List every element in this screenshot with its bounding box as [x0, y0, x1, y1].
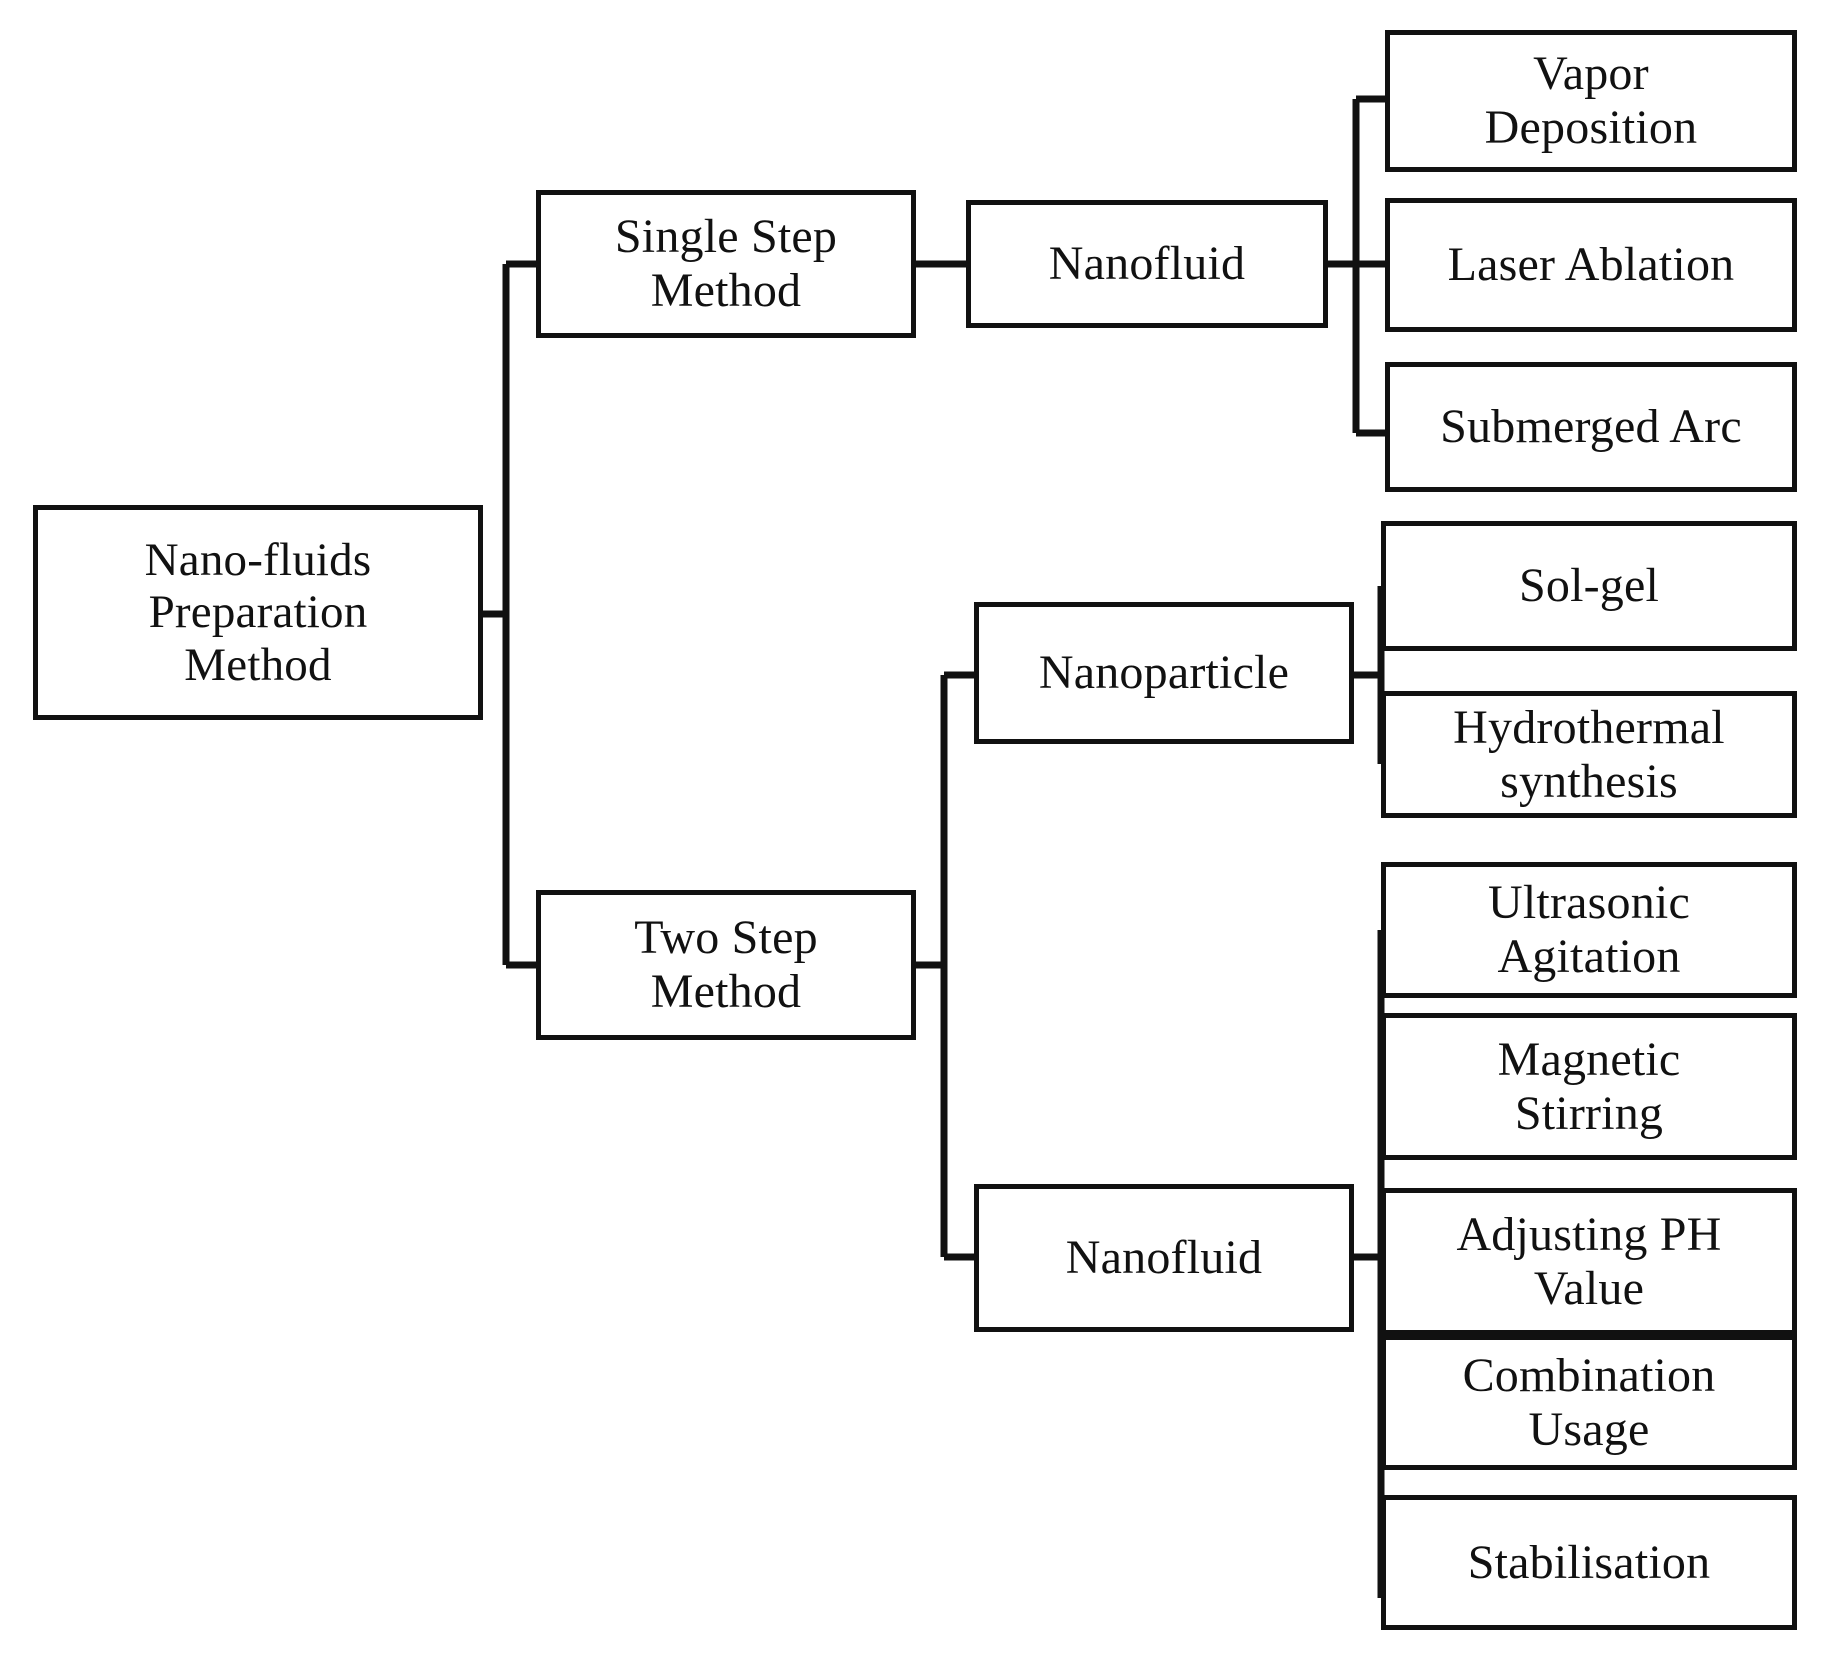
node-two-step-nanofluid-label: Nanofluid [1065, 1231, 1263, 1285]
node-stabilisation-label: Stabilisation [1467, 1535, 1711, 1589]
node-single-step-method[interactable]: Single Step Method [536, 190, 916, 338]
node-stabilisation[interactable]: Stabilisation [1381, 1495, 1797, 1630]
node-ultrasonic-agitation-label: Ultrasonic Agitation [1488, 876, 1690, 983]
node-adjusting-ph-value-label: Adjusting PH Value [1456, 1207, 1722, 1315]
node-two-step-nanoparticle[interactable]: Nanoparticle [974, 602, 1354, 744]
node-combination-usage[interactable]: Combination Usage [1381, 1335, 1797, 1470]
node-two-step-nanofluid[interactable]: Nanofluid [974, 1184, 1354, 1332]
node-two-step-method[interactable]: Two Step Method [536, 890, 916, 1040]
node-vapor-deposition[interactable]: Vapor Deposition [1385, 30, 1797, 172]
node-magnetic-stirring-label: Magnetic Stirring [1497, 1032, 1681, 1140]
node-single-step-method-label: Single Step Method [614, 210, 838, 317]
node-submerged-arc-label: Submerged Arc [1440, 400, 1742, 454]
node-single-step-nanofluid[interactable]: Nanofluid [966, 200, 1328, 328]
node-hydrothermal-synthesis[interactable]: Hydrothermal synthesis [1381, 691, 1797, 818]
node-laser-ablation[interactable]: Laser Ablation [1385, 198, 1797, 332]
node-sol-gel[interactable]: Sol-gel [1381, 521, 1797, 651]
node-root[interactable]: Nano-fluids Preparation Method [33, 505, 483, 720]
node-two-step-method-label: Two Step Method [634, 911, 818, 1018]
node-single-step-nanofluid-label: Nanofluid [1048, 237, 1246, 291]
node-vapor-deposition-label: Vapor Deposition [1484, 47, 1698, 154]
node-two-step-nanoparticle-label: Nanoparticle [1038, 646, 1290, 700]
node-adjusting-ph-value[interactable]: Adjusting PH Value [1381, 1188, 1797, 1335]
node-combination-usage-label: Combination Usage [1462, 1348, 1716, 1456]
node-laser-ablation-label: Laser Ablation [1447, 238, 1735, 292]
node-magnetic-stirring[interactable]: Magnetic Stirring [1381, 1013, 1797, 1160]
node-hydrothermal-synthesis-label: Hydrothermal synthesis [1453, 700, 1725, 808]
node-ultrasonic-agitation[interactable]: Ultrasonic Agitation [1381, 862, 1797, 998]
node-submerged-arc[interactable]: Submerged Arc [1385, 362, 1797, 492]
node-sol-gel-label: Sol-gel [1518, 559, 1660, 613]
node-root-label: Nano-fluids Preparation Method [144, 533, 372, 691]
